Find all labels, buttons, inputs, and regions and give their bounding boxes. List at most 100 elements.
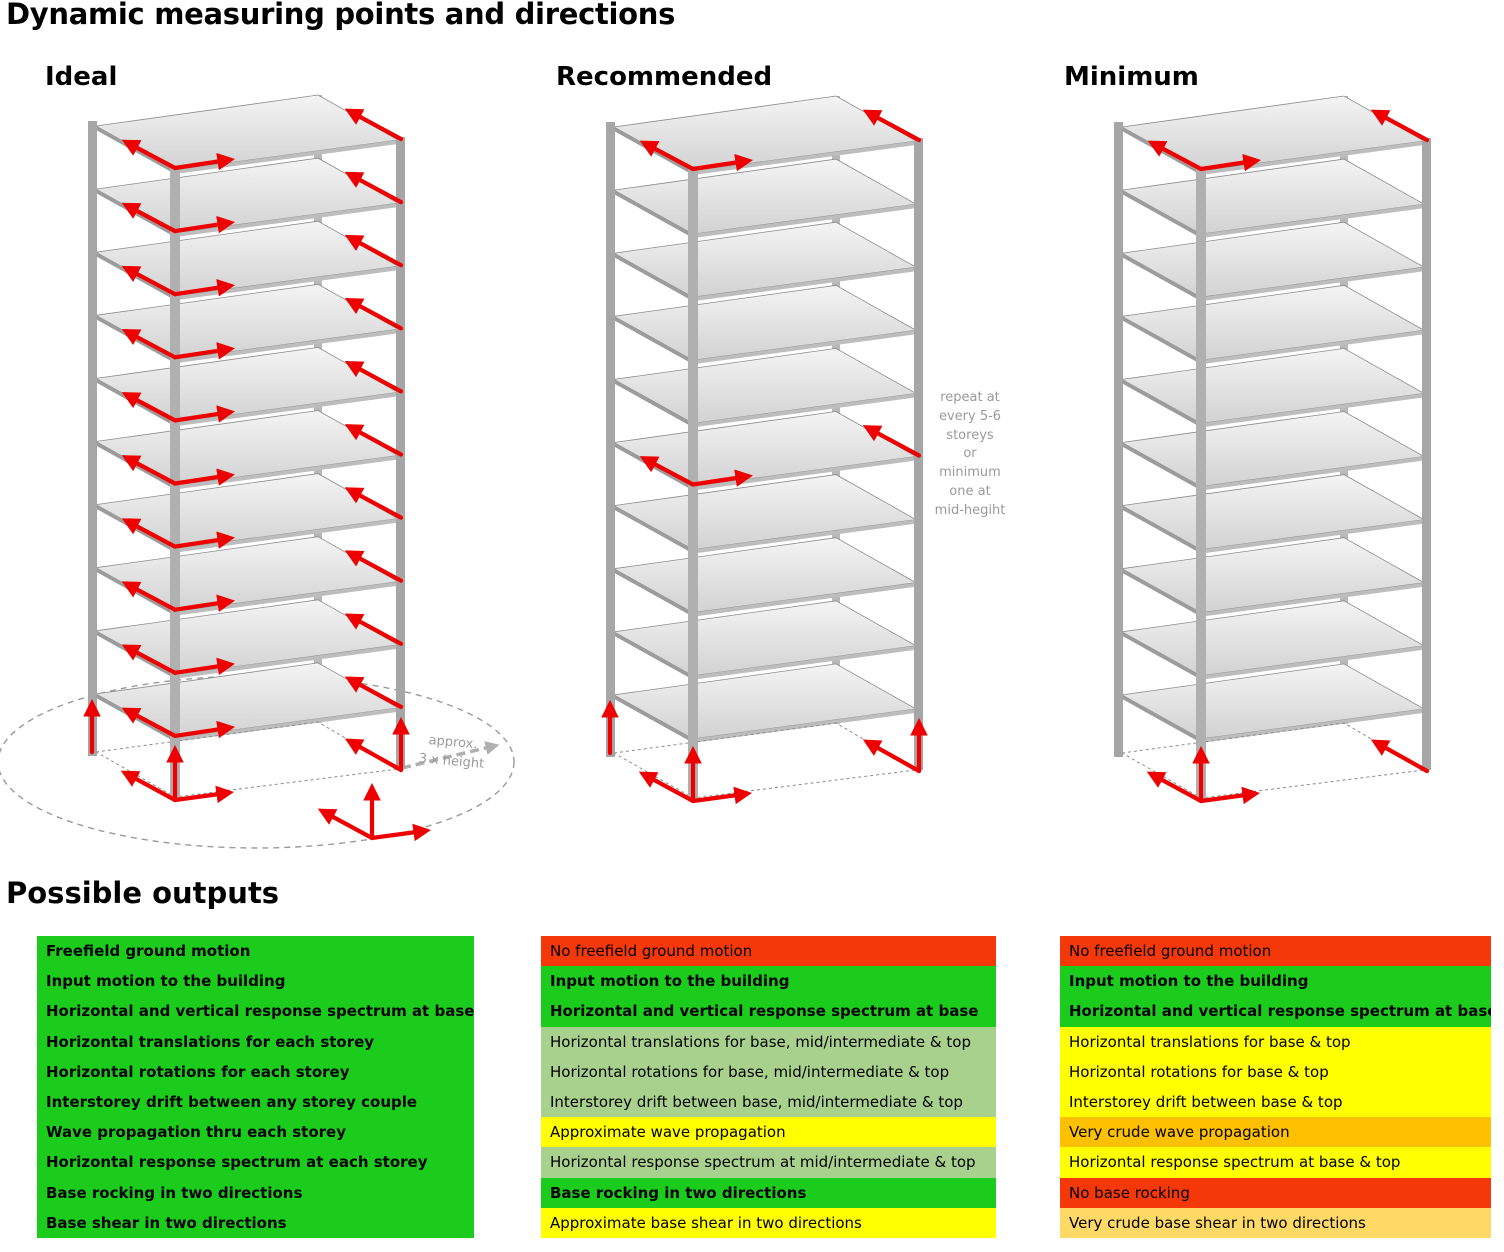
ideal-storey-trans-y — [172, 657, 235, 676]
ideal-storey-trans-y — [172, 594, 235, 613]
rec-base-triad-arrow-x — [638, 771, 696, 804]
floor-slab — [94, 94, 400, 171]
slab-edge — [693, 393, 916, 428]
output-item: Horizontal response spectrum at each sto… — [37, 1147, 474, 1178]
column-title-minimum: Minimum — [1064, 62, 1199, 92]
slab-edge — [1201, 204, 1424, 239]
slab-edge — [614, 253, 693, 302]
ideal-storey-trans-y — [172, 215, 235, 234]
output-item: Freefield ground motion — [37, 936, 474, 967]
output-item: No freefield ground motion — [541, 936, 996, 967]
ideal-storey-trans-y — [172, 720, 235, 739]
output-item: Input motion to the building — [1060, 966, 1491, 997]
min-top-trans-x — [1147, 140, 1204, 172]
ideal-base-right-diag — [344, 738, 404, 773]
annotation-line: repeat at — [940, 390, 1000, 405]
output-item: Horizontal and vertical response spectru… — [37, 996, 474, 1027]
floor-slab — [1120, 411, 1426, 487]
floor-slab — [612, 663, 918, 740]
ideal-storey-trans-y — [172, 468, 235, 486]
output-item: Horizontal and vertical response spectru… — [1060, 996, 1491, 1027]
slab-edge — [614, 505, 693, 554]
output-item: Horizontal translations for each storey — [37, 1026, 474, 1057]
column-title-recommended: Recommended — [556, 62, 773, 92]
slab-edge — [1122, 568, 1201, 617]
rec-mid-rot — [862, 425, 922, 458]
output-item: Horizontal rotations for each storey — [37, 1056, 474, 1087]
annotation-line: every 5-6 — [938, 408, 1002, 424]
output-item: Input motion to the building — [541, 966, 996, 997]
ideal-storey-rot — [344, 297, 404, 331]
output-item: Input motion to the building — [37, 966, 474, 997]
rec-mid-trans-y — [690, 469, 753, 487]
floor-slab — [94, 283, 400, 360]
floor-slab — [94, 346, 400, 423]
floor-slab — [612, 347, 918, 424]
ideal-storey-trans-x — [121, 328, 178, 360]
building-diagrams — [0, 94, 1431, 849]
ideal-base-triad-arrow-x — [120, 770, 178, 803]
output-item: Base shear in two directions — [37, 1207, 474, 1238]
output-item: Wave propagation thru each storey — [37, 1117, 474, 1148]
floor-slab — [94, 473, 400, 550]
slab-edge — [693, 708, 916, 743]
floor-slab — [612, 158, 918, 235]
min-base-triad-arrow-x — [1146, 771, 1204, 804]
min-top-trans-y — [1198, 153, 1261, 172]
slab-edge — [1122, 442, 1201, 491]
slab-edge — [1201, 456, 1424, 491]
column-back — [314, 95, 322, 723]
building-minimum — [1114, 95, 1431, 799]
floor-slab — [612, 600, 918, 677]
ideal-storey-rot — [344, 108, 404, 142]
slab-edge — [614, 631, 693, 680]
output-item: Approximate wave propagation — [541, 1117, 996, 1148]
ideal-storey-trans-y — [172, 152, 235, 171]
rec-top-trans-y — [690, 153, 753, 172]
output-item: Base rocking in two directions — [541, 1177, 996, 1208]
ideal-storey-trans-y — [172, 279, 235, 297]
outputs-list-ideal: Freefield ground motion Input motion to … — [37, 936, 474, 1238]
approx-height-label: approx. 3 x height — [415, 730, 490, 774]
slab-edge — [614, 379, 693, 428]
floor-slab — [1120, 663, 1426, 740]
ideal-storey-rot — [344, 550, 404, 583]
page-title: Dynamic measuring points and directions — [6, 0, 676, 31]
floor-slab — [1120, 158, 1426, 235]
rec-top-rot — [862, 109, 922, 143]
output-item: Approximate base shear in two directions — [541, 1207, 996, 1238]
slab-edge — [1201, 330, 1424, 365]
freefield-arrow-y — [369, 823, 431, 842]
column-right — [1422, 138, 1431, 770]
freefield-arrow-x — [317, 808, 375, 841]
floor-slab — [1120, 474, 1426, 551]
ideal-storey-rot — [344, 424, 404, 457]
floor-slab — [612, 474, 918, 551]
ground-footprint — [94, 721, 400, 798]
floor-slab — [94, 536, 400, 613]
annotation-line: minimum — [939, 465, 1001, 481]
output-item: Horizontal translations for base & top — [1060, 1026, 1491, 1057]
output-item: Base rocking in two directions — [37, 1177, 474, 1208]
slab-edge — [1122, 253, 1201, 302]
ideal-storey-rot — [344, 234, 404, 268]
rec-mid-trans-x — [639, 456, 696, 487]
outputs-title: Possible outputs — [6, 876, 280, 910]
annotation-line: one at — [949, 483, 991, 499]
rec-top-trans-x — [639, 140, 696, 172]
slab-edge — [1122, 190, 1201, 239]
annotation-line: or — [963, 446, 977, 462]
slab-edge — [1122, 694, 1201, 743]
min-base-triad-arrow-y — [1198, 786, 1260, 805]
ideal-base-triad-arrow-y — [172, 785, 234, 804]
output-item: No base rocking — [1060, 1177, 1491, 1208]
outputs-list-recommended: No freefield ground motion Input motion … — [541, 936, 996, 1238]
slab-edge — [1122, 316, 1201, 365]
slab-edge — [614, 694, 693, 743]
column-left — [88, 121, 97, 756]
slab-edge — [1122, 379, 1201, 428]
slab-edge — [614, 316, 693, 365]
floor-slab — [1120, 221, 1426, 298]
ideal-storey-trans-x — [121, 581, 178, 612]
min-top-rot — [1370, 109, 1430, 143]
